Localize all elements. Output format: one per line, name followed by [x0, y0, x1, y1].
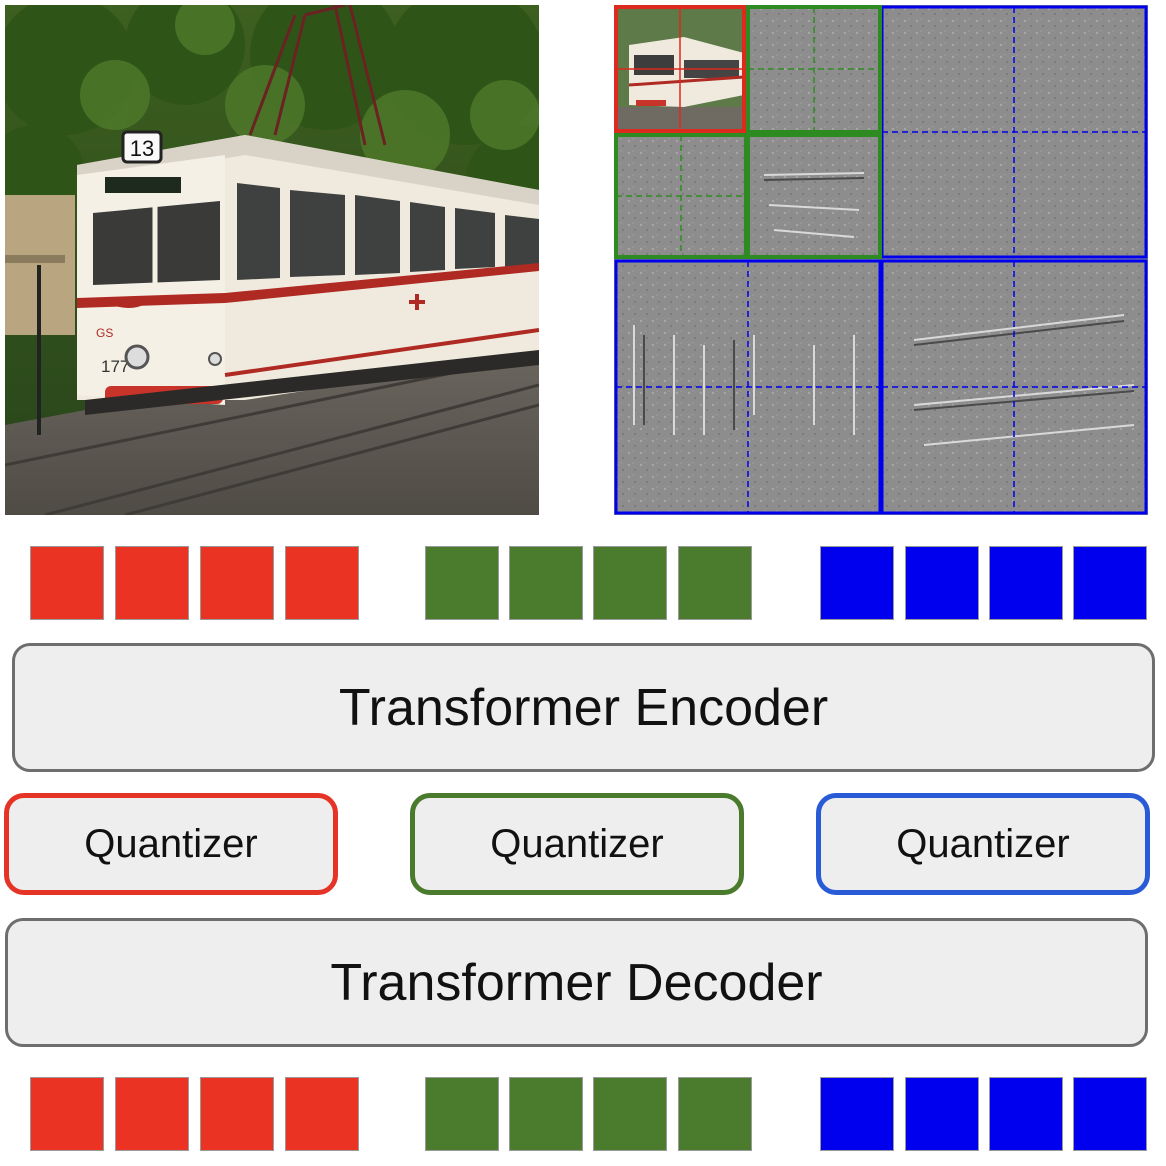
token-blue	[1073, 546, 1147, 620]
transformer-encoder-label: Transformer Encoder	[338, 678, 829, 737]
quantizer-blue: Quantizer	[816, 793, 1150, 895]
token-blue	[1073, 1077, 1147, 1151]
token-blue	[820, 546, 894, 620]
token-blue	[820, 1077, 894, 1151]
token-red	[285, 1077, 359, 1151]
token-green	[593, 546, 667, 620]
tram-photo: 13 177 GS	[5, 5, 539, 515]
token-blue	[905, 1077, 979, 1151]
fleet-number: 177	[101, 357, 129, 376]
token-red	[115, 546, 189, 620]
token-red	[30, 1077, 104, 1151]
token-green	[593, 1077, 667, 1151]
token-green	[678, 1077, 752, 1151]
token-blue	[905, 546, 979, 620]
transformer-decoder: Transformer Decoder	[5, 918, 1148, 1047]
decomposition-graphic	[614, 5, 1148, 515]
token-green	[678, 546, 752, 620]
input-token-row	[0, 546, 1166, 622]
green-level-borders	[614, 5, 882, 259]
token-red	[200, 1077, 274, 1151]
transformer-encoder: Transformer Encoder	[12, 643, 1155, 772]
transformer-decoder-label: Transformer Decoder	[330, 953, 823, 1012]
token-green	[509, 546, 583, 620]
quantizer-label: Quantizer	[896, 821, 1070, 866]
side-mark: GS	[96, 326, 113, 340]
route-number: 13	[130, 136, 154, 161]
output-token-row	[0, 1077, 1166, 1153]
token-blue	[989, 546, 1063, 620]
token-red	[285, 546, 359, 620]
token-green	[425, 1077, 499, 1151]
detail-streaks	[633, 172, 1135, 446]
token-red	[200, 546, 274, 620]
token-red	[30, 546, 104, 620]
token-red	[115, 1077, 189, 1151]
quantizer-red: Quantizer	[4, 793, 338, 895]
token-blue	[989, 1077, 1063, 1151]
token-green	[425, 546, 499, 620]
quantizer-green: Quantizer	[410, 793, 744, 895]
multiscale-decomposition	[614, 5, 1148, 515]
quantizer-label: Quantizer	[84, 821, 258, 866]
token-green	[509, 1077, 583, 1151]
red-level-borders	[614, 5, 746, 133]
quantizer-label: Quantizer	[490, 821, 664, 866]
tram-photo-graphic: 13 177 GS	[5, 5, 539, 515]
